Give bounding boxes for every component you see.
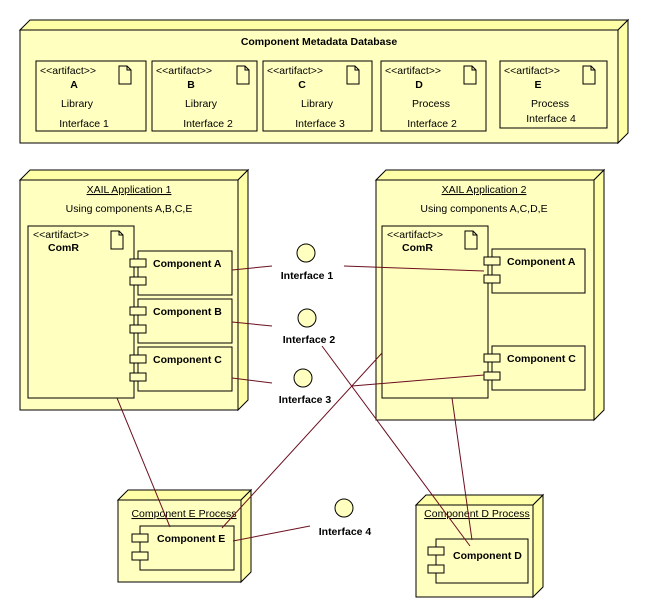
- artifact-stereotype: <<artifact>>: [156, 65, 212, 77]
- app1-component-c[interactable]: Component C: [129, 346, 233, 392]
- artifact-c[interactable]: <<artifact>> C Library Interface 3: [262, 60, 373, 132]
- interface-4[interactable]: Interface 4: [319, 498, 372, 538]
- comr-name: ComR: [402, 242, 433, 254]
- component-label: Component E: [157, 533, 225, 545]
- document-icon: [463, 65, 477, 85]
- connector-comr2-e: [221, 352, 383, 529]
- artifact-stereotype: <<artifact>>: [267, 65, 323, 77]
- app1-title: XAIL Application 1: [87, 184, 172, 196]
- connector-comr1-e: [116, 397, 171, 528]
- app1-node[interactable]: XAIL Application 1 Using components A,B,…: [18, 168, 250, 412]
- artifact-stereotype: <<artifact>>: [40, 65, 96, 77]
- connector-interface1-a2: [343, 265, 485, 272]
- component-label: Component D: [453, 550, 522, 562]
- process-e-component[interactable]: Component E: [131, 525, 235, 571]
- component-label: Component C: [507, 353, 576, 365]
- app2-component-c[interactable]: Component C: [483, 345, 586, 391]
- artifact-kind: Library: [301, 98, 334, 110]
- app2-component-a[interactable]: Component A: [483, 248, 586, 294]
- artifact-kind: Library: [185, 98, 218, 110]
- interface-label: Interface 3: [279, 394, 332, 406]
- app1-component-a[interactable]: Component A: [129, 250, 233, 296]
- app1-comr-artifact[interactable]: <<artifact>> ComR: [27, 225, 135, 399]
- interface-2[interactable]: Interface 2: [283, 308, 336, 346]
- artifact-interface: Interface 2: [183, 118, 233, 130]
- connector-comr2-d: [451, 397, 473, 541]
- component-label: Component A: [153, 258, 222, 270]
- artifact-a[interactable]: <<artifact>> A Library Interface 1: [35, 60, 147, 132]
- artifact-b[interactable]: <<artifact>> B Library Interface 2: [151, 60, 258, 132]
- interface-label: Interface 2: [283, 334, 336, 346]
- artifact-interface: Interface 2: [407, 118, 457, 130]
- app2-title: XAIL Application 2: [442, 184, 527, 196]
- comr-stereotype: <<artifact>>: [33, 229, 89, 241]
- document-icon: [582, 65, 596, 85]
- app1-component-b[interactable]: Component B: [129, 298, 233, 344]
- interface-circle: [296, 243, 316, 263]
- connector-interface2-d: [321, 345, 471, 547]
- process-d-title: Component D Process: [424, 508, 530, 520]
- component-label: Component B: [153, 306, 222, 318]
- document-icon: [118, 65, 132, 85]
- artifact-d[interactable]: <<artifact>> D Process Interface 2: [380, 60, 487, 132]
- process-d-component[interactable]: Component D: [427, 538, 529, 584]
- app2-subtitle: Using components A,C,D,E: [420, 203, 547, 215]
- artifact-stereotype: <<artifact>>: [504, 65, 560, 77]
- interface-label: Interface 1: [281, 270, 334, 282]
- artifact-kind: Library: [61, 98, 94, 110]
- artifact-e[interactable]: <<artifact>> E Process Interface 4: [499, 60, 608, 129]
- process-e-node[interactable]: Component E Process Component E: [116, 488, 253, 584]
- artifact-stereotype: <<artifact>>: [385, 65, 441, 77]
- document-icon: [110, 230, 124, 250]
- artifact-name: B: [187, 79, 195, 91]
- component-label: Component A: [507, 256, 576, 268]
- artifact-interface: Interface 4: [526, 113, 576, 125]
- app2-node[interactable]: XAIL Application 2 Using components A,C,…: [374, 168, 606, 422]
- artifact-interface: Interface 1: [59, 118, 109, 130]
- connector-e-interface4: [232, 525, 311, 542]
- artifact-name: D: [415, 79, 423, 91]
- connector-c1-interface3: [231, 377, 273, 384]
- interface-circle: [334, 498, 354, 518]
- artifact-interface: Interface 3: [295, 118, 345, 130]
- comr-name: ComR: [48, 242, 79, 254]
- database-node[interactable]: Component Metadata Database <<artifact>>…: [18, 18, 630, 145]
- connector-interface3-c2: [351, 374, 485, 387]
- app2-comr-artifact[interactable]: <<artifact>> ComR: [381, 225, 489, 399]
- process-e-title: Component E Process: [131, 508, 236, 520]
- document-icon: [236, 65, 250, 85]
- document-icon: [464, 230, 478, 250]
- database-title: Component Metadata Database: [241, 36, 398, 48]
- connector-a1-interface1: [231, 265, 273, 271]
- interface-circle: [297, 308, 317, 328]
- document-icon: [346, 65, 360, 85]
- artifact-name: C: [298, 79, 306, 91]
- interface-circle: [293, 368, 313, 388]
- interface-3[interactable]: Interface 3: [279, 368, 332, 406]
- connector-b1-interface2: [231, 321, 273, 327]
- component-label: Component C: [153, 354, 222, 366]
- comr-stereotype: <<artifact>>: [387, 229, 443, 241]
- artifact-kind: Process: [412, 98, 450, 110]
- interface-1[interactable]: Interface 1: [281, 243, 334, 282]
- artifact-name: E: [534, 79, 541, 91]
- process-d-node[interactable]: Component D Process Component D: [414, 493, 545, 599]
- artifact-kind: Process: [531, 98, 569, 110]
- app1-subtitle: Using components A,B,C,E: [66, 203, 193, 215]
- connectors: [116, 265, 485, 547]
- artifact-name: A: [70, 79, 78, 91]
- interface-label: Interface 4: [319, 526, 372, 538]
